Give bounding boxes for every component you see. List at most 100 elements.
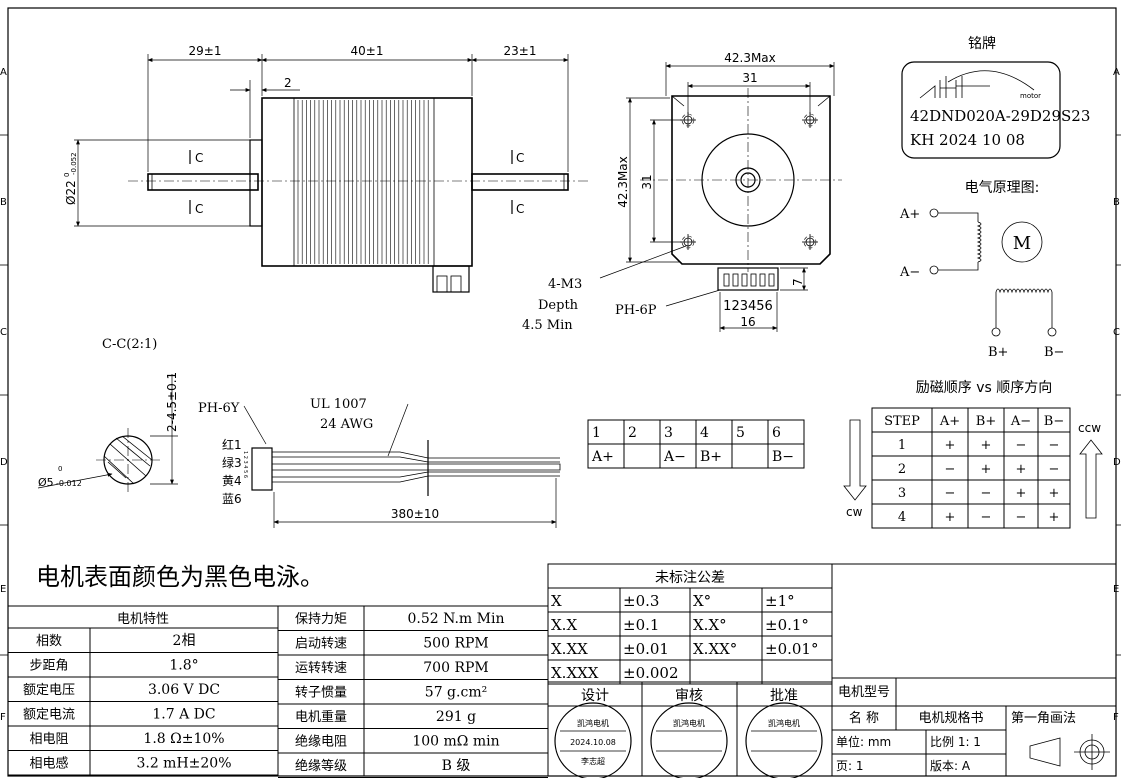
front-shaft	[147, 173, 259, 191]
nameplate-date-code: KH 2024 10 08	[910, 131, 1025, 149]
section-mark-c1: C	[195, 151, 203, 165]
approval-approve: 批准	[770, 688, 798, 704]
tolerance-heading: 未标注公差	[655, 570, 725, 586]
hole-callout-depth-label: Depth	[538, 298, 579, 313]
excitation-cell: −	[1049, 438, 1060, 453]
brand-logo	[919, 70, 1035, 99]
stamp-review-company: 凯鸿电机	[673, 718, 705, 728]
motor-body	[261, 97, 473, 267]
excitation-cell: −	[1016, 438, 1027, 453]
coil-a	[976, 221, 982, 263]
dim-hole-spacing-v: 31	[640, 174, 654, 189]
tolerance-cell: ±1°	[765, 592, 795, 610]
excitation-header: STEP	[884, 414, 920, 429]
excitation-header: A−	[1010, 414, 1031, 429]
approval-design: 设计	[581, 688, 609, 704]
title-name-value: 电机规格书	[918, 710, 983, 726]
stamp-review: 凯鸿电机	[650, 702, 728, 778]
excitation-cell: +	[945, 438, 956, 453]
electrical-schematic: 电气原理图: A+ A− M B+ B−	[899, 180, 1064, 360]
body-fins	[297, 100, 429, 264]
pin-signal: A−	[663, 449, 686, 465]
zone-label-c: C	[0, 327, 7, 338]
excitation-cell: +	[1016, 486, 1027, 501]
spec-value: 0.52 N.m Min	[408, 611, 505, 627]
schematic-heading: 电气原理图:	[965, 180, 1040, 196]
cable-assembly: PH-6Y UL 1007 24 AWG 1 2 3 4 5 6 红1 绿3 黄…	[198, 397, 561, 528]
spec-value: 700 RPM	[423, 660, 488, 676]
excitation-header: B−	[1044, 414, 1064, 429]
cable-pin-marks: 1 2 3 4 5 6	[242, 451, 248, 478]
spec-value: 1.7 A DC	[152, 707, 215, 723]
tolerance-cell: ±0.01°	[765, 640, 818, 658]
excitation-cell: 4	[898, 510, 906, 525]
rear-shaft	[471, 173, 569, 191]
first-angle-projection-icon	[1029, 734, 1110, 770]
connector-label: PH-6P	[615, 303, 657, 318]
excitation-cell: −	[981, 486, 992, 501]
spec-value: 291 g	[436, 709, 476, 725]
spec-value: 2相	[173, 633, 196, 649]
ccw-label: ccw	[1078, 421, 1101, 435]
connector-ph6	[717, 267, 779, 291]
dim-flange: 2	[284, 76, 292, 90]
tolerance-cell: X	[551, 592, 562, 610]
wire-color-yellow: 黄4	[222, 474, 242, 488]
title-projection: 第一角画法	[1011, 711, 1076, 726]
connector-pins	[723, 273, 775, 287]
section-mark-c3: C	[516, 151, 524, 165]
connector-pin-numbers: 123456	[723, 299, 773, 314]
section-title: C-C(2:1)	[102, 337, 157, 352]
motor-symbol	[1001, 221, 1043, 263]
section-flat-dim: 2-4.5±0.1	[165, 372, 179, 432]
excitation-cell: +	[1049, 486, 1060, 501]
cw-arrow-icon	[843, 419, 867, 501]
stamp-company: 凯鸿电机	[577, 718, 609, 728]
excitation-heading: 励磁顺序 vs 顺序方向	[916, 380, 1052, 396]
tolerance-cell: ±0.3	[623, 592, 659, 610]
title-page: 页: 1	[836, 759, 864, 773]
excitation-cell: −	[945, 486, 956, 501]
dim-front-shaft: 29±1	[189, 44, 222, 58]
spec-label: 电机重量	[295, 709, 347, 725]
nameplate-model: 42DND020A-29D29S23	[910, 107, 1090, 125]
zone-label-a-right: A	[1113, 67, 1120, 78]
cable-connector-housing	[251, 447, 273, 491]
approval-block: 设计 审核 批准 凯鸿电机 2024.10.08 李志超 凯鸿电机 凯鸿电机	[547, 681, 833, 778]
spec-value: B 级	[442, 758, 471, 774]
title-unit: 单位: mm	[836, 734, 891, 749]
side-view: 29±1 40±1 23±1 2 Ø22 0 -0.052 C C C C	[63, 44, 590, 293]
wire-color-green: 绿3	[222, 455, 242, 470]
excitation-cell: −	[981, 510, 992, 525]
pin-number: 3	[664, 425, 673, 441]
spec-value: 1.8 Ω±10%	[143, 731, 224, 747]
title-version: 版本: A	[930, 759, 971, 773]
specs-heading: 电机特性	[117, 612, 169, 627]
excitation-cell: +	[945, 510, 956, 525]
nameplate: 铭牌 motor 42DND020A-29D29S23 KH 2024 10 0…	[901, 35, 1090, 159]
zone-label-b: B	[0, 197, 7, 208]
approval-review: 审核	[675, 688, 703, 704]
tolerance-cell: X.X	[551, 616, 577, 634]
zone-label-e: E	[0, 584, 6, 595]
nameplate-frame	[901, 61, 1061, 159]
tolerance-cell: ±0.01	[623, 640, 669, 658]
cable-wire-gauge: 24 AWG	[320, 417, 373, 432]
spec-label: 额定电压	[23, 683, 75, 698]
spec-label: 额定电流	[23, 708, 75, 723]
spec-label: 转子惯量	[295, 685, 347, 701]
section-mark-c2: C	[195, 202, 203, 216]
nameplate-heading: 铭牌	[968, 35, 996, 52]
shaft-end	[740, 172, 756, 188]
tolerance-cell: X°	[693, 592, 711, 610]
tolerance-cell: ±0.002	[623, 664, 679, 682]
section-view: C-C(2:1) 2-4.5±0.1 Ø5 0 -0.012	[37, 337, 179, 492]
hole-callout-depth-value: 4.5 Min	[522, 318, 573, 333]
excitation-cell: 3	[898, 486, 906, 501]
